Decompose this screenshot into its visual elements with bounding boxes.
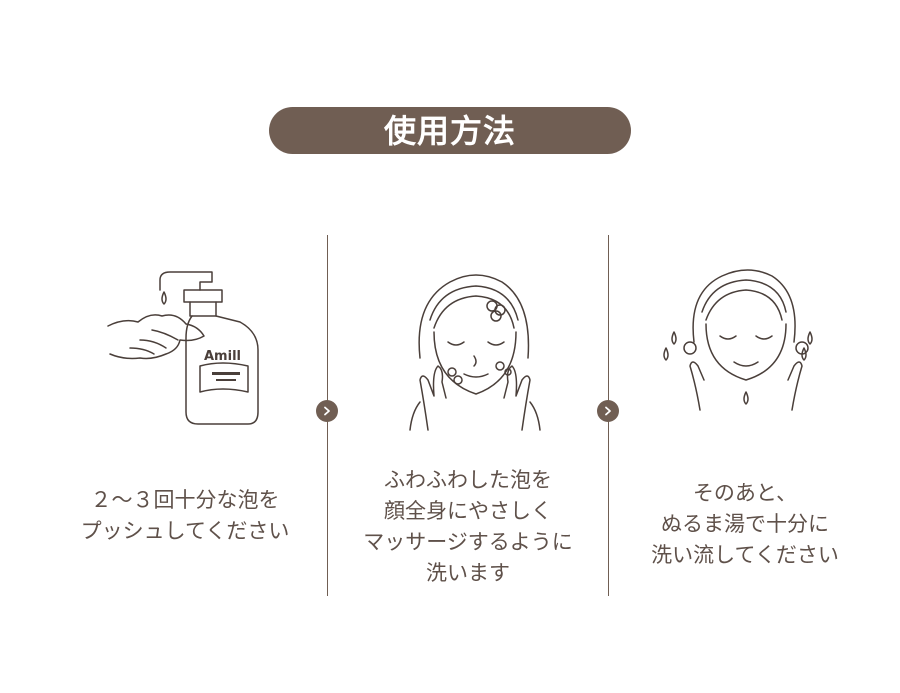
step-3-caption: そのあと、 ぬるま湯で十分に 洗い流してください [620, 478, 870, 571]
step-arrow-1 [316, 400, 338, 422]
caption-line: そのあと、 [692, 481, 798, 505]
step-1-caption: ２～３回十分な泡を プッシュしてください [55, 485, 315, 547]
caption-line: 洗い流してください [651, 543, 839, 567]
label-line [216, 379, 236, 381]
hand [107, 314, 205, 360]
face-washing-illustration [409, 274, 541, 431]
bottle-body [185, 315, 259, 425]
bottle-brand: Amill [204, 349, 241, 364]
caption-line: 洗います [426, 561, 510, 585]
label-line [212, 372, 240, 375]
chevron-right-icon [324, 406, 330, 416]
step-2-caption: ふわふわした泡を 顔全身にやさしく マッサージするように 洗います [338, 465, 598, 589]
face-rinsing-illustration [663, 269, 813, 411]
chevron-right-icon [605, 406, 611, 416]
caption-line: ふわふわした泡を [384, 468, 552, 492]
caption-line: プッシュしてください [80, 519, 290, 543]
caption-line: 顔全身にやさしく [384, 499, 552, 523]
section-title-pill: 使用方法 [269, 107, 631, 154]
caption-line: ぬるま湯で十分に [661, 512, 829, 536]
caption-line: ２～３回十分な泡を [90, 488, 280, 512]
pump-bottle-hand-illustration: Amill [107, 271, 259, 425]
section-title: 使用方法 [383, 111, 516, 150]
caption-line: マッサージするように [363, 530, 573, 554]
step-arrow-2 [597, 400, 619, 422]
